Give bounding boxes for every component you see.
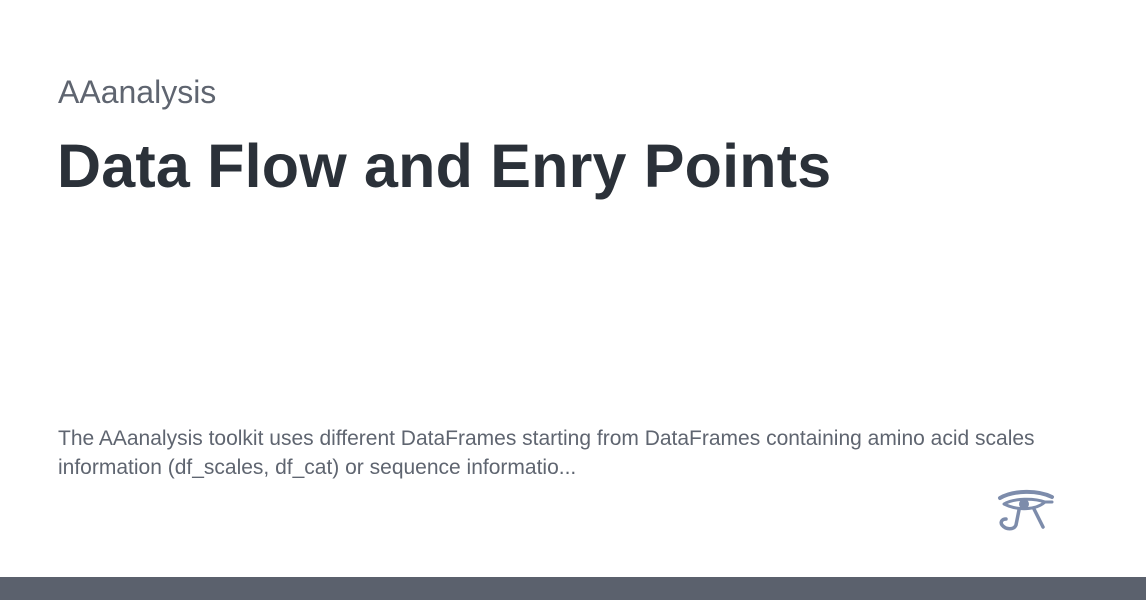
site-name: AAanalysis [58,74,217,110]
eye-of-horus-icon [996,488,1056,532]
footer-bar [0,577,1146,600]
page-title: Data Flow and Enry Points [57,132,832,200]
preview-card: AAanalysis Data Flow and Enry Points The… [57,74,1056,532]
page-description: The AAanalysis toolkit uses different Da… [58,427,1035,479]
